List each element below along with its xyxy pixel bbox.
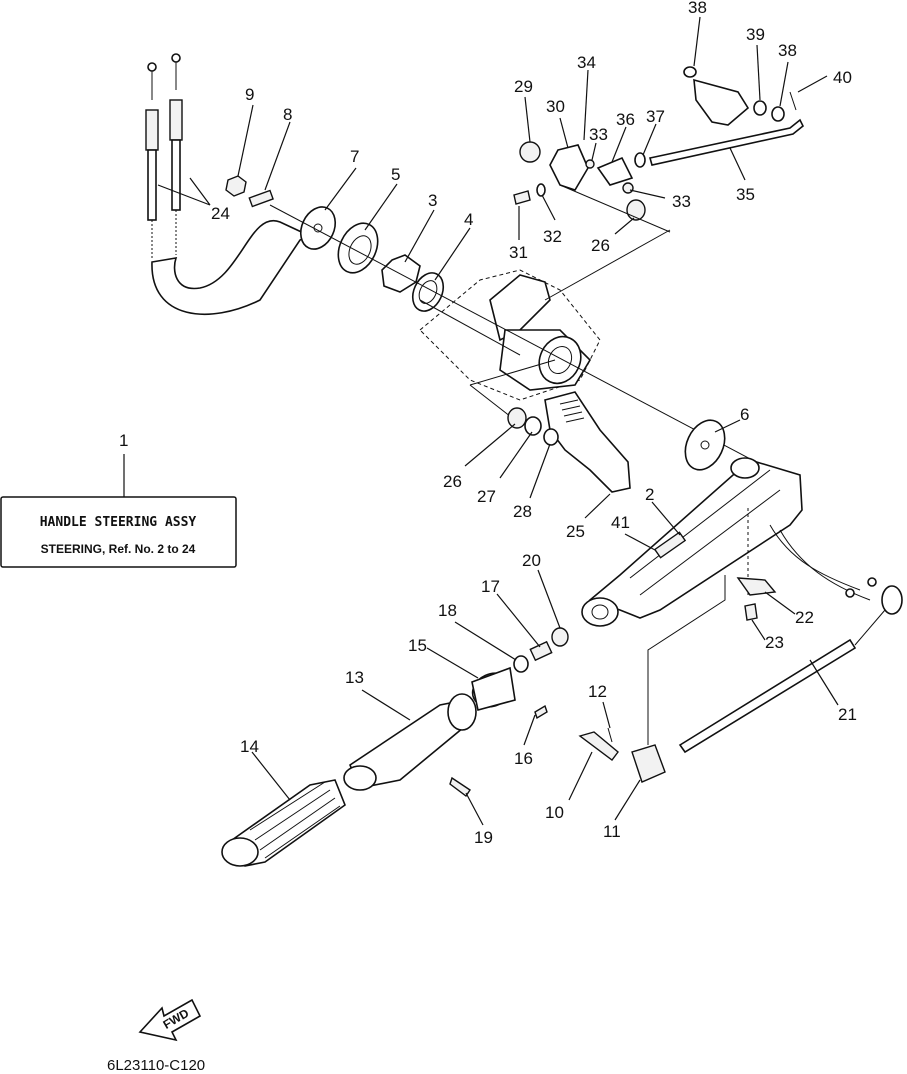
nut-33a [585, 159, 595, 169]
lever-25 [544, 391, 631, 493]
callout-29: 29 [514, 77, 533, 96]
callout-4: 4 [464, 210, 473, 229]
callout-41: 41 [611, 513, 630, 532]
assembly-note: 1 HANDLE STEERING ASSY STEERING, Ref. No… [0, 431, 237, 568]
callout-23: 23 [765, 633, 784, 652]
callout-18: 18 [438, 601, 457, 620]
screw-16 [534, 704, 548, 720]
block-11 [631, 744, 666, 783]
pin-12 [607, 727, 613, 743]
washer-18 [513, 655, 529, 673]
callout-28: 28 [513, 502, 532, 521]
callout-2: 2 [645, 485, 654, 504]
drawing-code: 6L23110-C120 [107, 1057, 205, 1074]
callout-6: 6 [740, 405, 749, 424]
callout-10: 10 [545, 803, 564, 822]
shaft-21 [678, 585, 903, 754]
bolt-10 [578, 731, 619, 761]
washer-4 [411, 272, 445, 312]
callout-5: 5 [391, 165, 400, 184]
leaders [123, 16, 839, 826]
callout-22: 22 [795, 608, 814, 627]
fwd-arrow-icon: FWD [138, 998, 202, 1042]
callout-38-b: 38 [778, 41, 797, 60]
bushing-5 [337, 222, 379, 274]
callout-33: 33 [589, 125, 608, 144]
note-box [0, 496, 237, 568]
rod-35 [648, 118, 805, 166]
callout-16: 16 [514, 749, 533, 768]
callout-7: 7 [350, 147, 359, 166]
note-subtitle: STEERING, Ref. No. 2 to 24 [41, 542, 196, 556]
callout-13: 13 [345, 668, 364, 687]
washer-32 [536, 183, 546, 197]
screw-19 [449, 776, 471, 798]
throttle-cables [145, 53, 313, 316]
washer-28 [543, 428, 559, 446]
bolt-8 [248, 189, 274, 208]
callout-30: 30 [546, 97, 565, 116]
bracket-30 [549, 144, 589, 191]
callout-27: 27 [477, 487, 496, 506]
callout-20: 20 [522, 551, 541, 570]
callout-1: 1 [119, 431, 128, 450]
nut-20 [551, 627, 569, 647]
callout-24: 24 [211, 204, 230, 223]
nut-33b [622, 182, 634, 194]
grip-tube-13 [343, 693, 477, 791]
callout-15: 15 [408, 636, 427, 655]
callout-12: 12 [588, 682, 607, 701]
clip-40 [789, 91, 797, 111]
nut-26-lower [507, 407, 527, 429]
callout-38: 38 [688, 0, 707, 17]
callout-3: 3 [428, 191, 437, 210]
screw-23 [744, 603, 758, 621]
grip-14 [221, 779, 346, 867]
bolt-31 [513, 190, 531, 205]
note-title: HANDLE STEERING ASSY [40, 515, 197, 530]
collar-29 [519, 141, 541, 163]
link-36 [596, 156, 634, 186]
steering-handle-2 [581, 457, 803, 627]
sleeve-15 [471, 666, 516, 711]
washer-37 [634, 152, 646, 168]
bracket-body [419, 269, 601, 401]
callout-37: 37 [646, 107, 665, 126]
callout-34: 34 [577, 53, 596, 72]
callout-19: 19 [474, 828, 493, 847]
grommet-7 [299, 206, 337, 250]
callout-33-b: 33 [672, 192, 691, 211]
callout-8: 8 [283, 105, 292, 124]
callout-11: 11 [603, 822, 621, 841]
callout-21: 21 [838, 705, 857, 724]
bolt-17 [529, 640, 553, 662]
washer-27 [524, 416, 542, 436]
bracket-22 [736, 577, 777, 596]
callout-39: 39 [746, 25, 765, 44]
callout-32: 32 [543, 227, 562, 246]
bracket-39 [683, 66, 785, 126]
callout-26-b: 26 [443, 472, 462, 491]
callout-36: 36 [616, 110, 635, 129]
nut-26-upper [626, 199, 646, 221]
callout-40: 40 [833, 68, 852, 87]
nut-9 [225, 175, 247, 197]
plate-6 [684, 419, 726, 471]
callout-35: 35 [736, 185, 755, 204]
callout-26: 26 [591, 236, 610, 255]
callout-25: 25 [566, 522, 585, 541]
callout-9: 9 [245, 85, 254, 104]
callout-14: 14 [240, 737, 259, 756]
callout-17: 17 [481, 577, 500, 596]
callout-labels: 38 39 38 40 34 29 30 33 36 37 33 35 31 3… [211, 0, 857, 847]
callout-31: 31 [509, 243, 528, 262]
